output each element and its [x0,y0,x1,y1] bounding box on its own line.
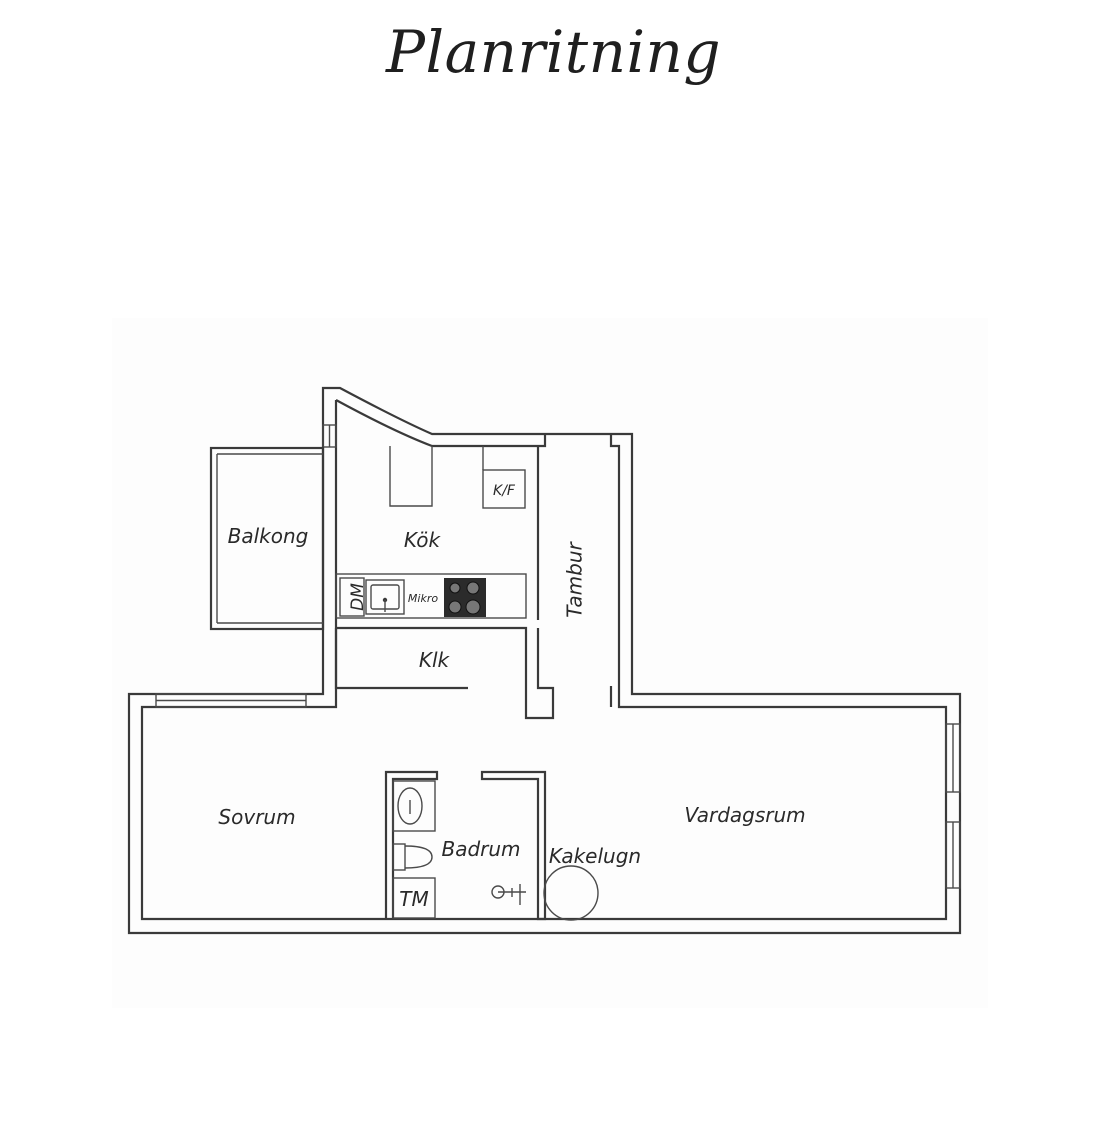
room-label-dm: DM [348,583,368,611]
room-label-kakelugn: Kakelugn [549,844,641,868]
stove-burner [448,600,462,614]
kitchen-sink [365,579,405,615]
closet-wall-left [334,628,468,690]
room-label-tm: TM [399,887,428,911]
closet-walls [334,626,613,720]
room-label-kf: K/F [493,483,516,499]
kitchen-cabinet [389,446,433,507]
tiled-stove [543,865,599,921]
bathroom-sink-counter [392,780,436,832]
room-label-sovrum: Sovrum [218,805,295,829]
stove-burner [466,581,480,595]
bathroom-wall-right [480,770,547,921]
bathroom [384,770,547,921]
page-title: Planritning [386,18,721,86]
fridge-freezer [482,469,526,509]
bathroom-sink [397,787,423,825]
balcony-outline [209,446,325,631]
room-label-mikro: Mikro [408,592,438,605]
stove-burner [465,599,481,615]
dishwasher [339,577,365,617]
kitchen [335,446,540,620]
washing-machine [392,877,436,919]
stove-burner [449,582,461,594]
room-label-tambur: Tambur [563,541,587,618]
toilet-bowl [404,845,433,869]
balcony [209,446,325,631]
outer-wall-outer-line [127,386,962,935]
room-label-badrum: Badrum [441,837,520,861]
toilet-tank [392,843,406,871]
room-label-vardagsrum: Vardagsrum [684,803,805,827]
living-windows [945,723,961,889]
room-label-klk: Klk [419,648,451,672]
room-label-kok: Kök [404,528,442,552]
kitchen-counter [335,573,527,619]
room-label-balkong: Balkong [228,524,309,548]
closet-wall-right [336,626,555,720]
bedroom-window [155,693,307,708]
